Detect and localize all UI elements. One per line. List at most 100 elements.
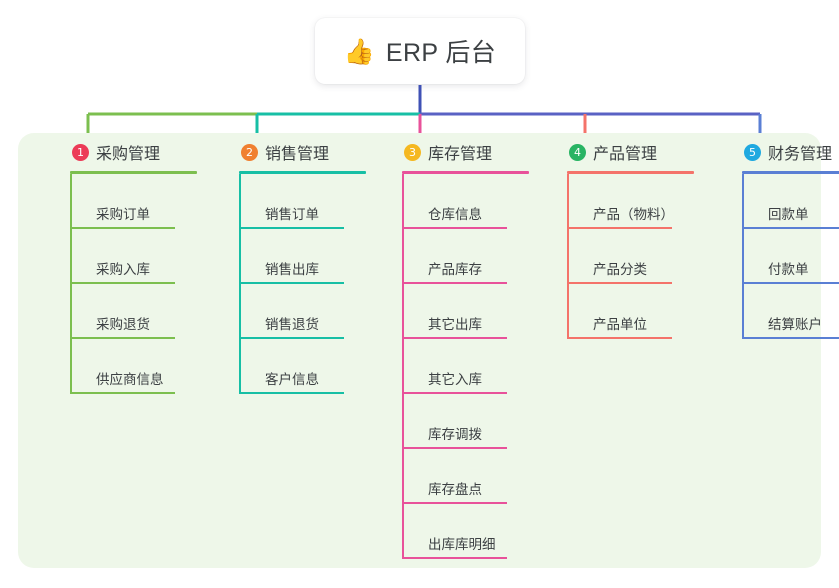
branch-header-5[interactable]: 5 财务管理 (724, 133, 839, 171)
leaf-underline (402, 227, 507, 229)
leaf-underline (70, 282, 175, 284)
leaf-item[interactable]: 销售出库 (239, 229, 386, 284)
root-node[interactable]: 👍 ERP 后台 (315, 18, 525, 84)
leaf-underline (402, 282, 507, 284)
leaf-item[interactable]: 采购订单 (70, 174, 217, 229)
leaf-item-label: 采购订单 (96, 207, 150, 222)
leaf-item-label: 库存盘点 (428, 482, 482, 497)
branch-badge-4: 4 (569, 143, 586, 161)
leaf-underline (402, 557, 507, 559)
leaf-item-label: 产品库存 (428, 262, 482, 277)
leaf-item[interactable]: 结算账户 (742, 284, 839, 339)
leaf-underline (239, 392, 344, 394)
leaf-underline (402, 447, 507, 449)
branch-badge-5: 5 (744, 143, 761, 161)
leaf-underline (567, 337, 672, 339)
leaf-item[interactable]: 产品库存 (402, 229, 549, 284)
branch-column-1: 1 采购管理采购订单采购入库采购退货供应商信息 (52, 133, 217, 394)
leaf-underline (70, 337, 175, 339)
leaf-item-label: 供应商信息 (96, 372, 164, 387)
leaf-underline (567, 227, 672, 229)
leaf-item[interactable]: 产品（物料） (567, 174, 714, 229)
leaf-list-2: 销售订单销售出库销售退货客户信息 (239, 174, 386, 394)
leaf-list-3: 仓库信息产品库存其它出库其它入库库存调拨库存盘点出库库明细 (402, 174, 549, 559)
branch-underline-1 (70, 171, 197, 174)
branch-title-3: 库存管理 (428, 146, 493, 163)
leaf-underline (742, 282, 839, 284)
leaf-item[interactable]: 销售订单 (239, 174, 386, 229)
leaf-item-label: 其它入库 (428, 372, 482, 387)
branch-spine-3 (402, 174, 404, 559)
branch-title-5: 财务管理 (768, 146, 833, 163)
thumbs-up-icon: 👍 (343, 36, 375, 66)
leaf-item-label: 客户信息 (265, 372, 319, 387)
branch-underline-4 (567, 171, 694, 174)
branch-column-4: 4 产品管理产品（物料） 产品分类产品单位 (549, 133, 714, 339)
branch-underline-3 (402, 171, 529, 174)
leaf-list-1: 采购订单采购入库采购退货供应商信息 (70, 174, 217, 394)
leaf-underline (239, 337, 344, 339)
leaf-item[interactable]: 其它入库 (402, 339, 549, 394)
leaf-list-4: 产品（物料） 产品分类产品单位 (567, 174, 714, 339)
branch-columns: 1 采购管理采购订单采购入库采购退货供应商信息 2 销售管理销售订单销售出库销售退货客… (18, 133, 839, 568)
leaf-item-label: 回款单 (768, 207, 809, 222)
leaf-item-label: 销售退货 (265, 317, 319, 332)
leaf-underline (402, 392, 507, 394)
leaf-underline (239, 227, 344, 229)
branch-column-3: 3 库存管理仓库信息产品库存其它出库其它入库库存调拨库存盘点出库库明细 (384, 133, 549, 559)
branch-underline-5 (742, 171, 839, 174)
leaf-item[interactable]: 供应商信息 (70, 339, 217, 394)
diagram-panel (18, 133, 821, 568)
leaf-item[interactable]: 出库库明细 (402, 504, 549, 559)
leaf-item-label: 其它出库 (428, 317, 482, 332)
leaf-item[interactable]: 销售退货 (239, 284, 386, 339)
leaf-item-label: 产品（物料） (593, 207, 674, 222)
branch-badge-1: 1 (72, 143, 89, 161)
leaf-item[interactable]: 仓库信息 (402, 174, 549, 229)
leaf-item-label: 出库库明细 (428, 537, 496, 552)
branch-column-5: 5 财务管理回款单付款单结算账户 (724, 133, 839, 339)
leaf-item[interactable]: 采购入库 (70, 229, 217, 284)
root-node-title: ERP 后台 (385, 39, 497, 67)
leaf-list-5: 回款单付款单结算账户 (742, 174, 839, 339)
leaf-item[interactable]: 库存盘点 (402, 449, 549, 504)
branch-spine-4 (567, 174, 569, 339)
leaf-item-label: 仓库信息 (428, 207, 482, 222)
leaf-underline (239, 282, 344, 284)
branch-header-4[interactable]: 4 产品管理 (549, 133, 714, 171)
leaf-item-label: 产品单位 (593, 317, 647, 332)
branch-header-3[interactable]: 3 库存管理 (384, 133, 549, 171)
leaf-underline (567, 282, 672, 284)
leaf-item[interactable]: 客户信息 (239, 339, 386, 394)
branch-title-4: 产品管理 (593, 146, 658, 163)
leaf-item[interactable]: 回款单 (742, 174, 839, 229)
leaf-item-label: 销售出库 (265, 262, 319, 277)
leaf-underline (402, 502, 507, 504)
branch-underline-2 (239, 171, 366, 174)
leaf-item[interactable]: 其它出库 (402, 284, 549, 339)
leaf-underline (402, 337, 507, 339)
leaf-item-label: 采购退货 (96, 317, 150, 332)
leaf-item-label: 库存调拨 (428, 427, 482, 442)
leaf-item-label: 销售订单 (265, 207, 319, 222)
leaf-item[interactable]: 付款单 (742, 229, 839, 284)
branch-title-2: 销售管理 (265, 146, 330, 163)
leaf-item[interactable]: 产品分类 (567, 229, 714, 284)
leaf-item-label: 付款单 (768, 262, 809, 277)
branch-title-1: 采购管理 (96, 146, 161, 163)
branch-header-1[interactable]: 1 采购管理 (52, 133, 217, 171)
branch-spine-2 (239, 174, 241, 394)
leaf-item-label: 采购入库 (96, 262, 150, 277)
leaf-item[interactable]: 库存调拨 (402, 394, 549, 449)
leaf-item-label: 结算账户 (768, 317, 822, 332)
branch-column-2: 2 销售管理销售订单销售出库销售退货客户信息 (221, 133, 386, 394)
leaf-item-label: 产品分类 (593, 262, 647, 277)
branch-badge-2: 2 (241, 143, 258, 161)
branch-badge-3: 3 (404, 143, 421, 161)
leaf-item[interactable]: 产品单位 (567, 284, 714, 339)
leaf-item[interactable]: 采购退货 (70, 284, 217, 339)
leaf-underline (742, 227, 839, 229)
leaf-underline (742, 337, 839, 339)
branch-header-2[interactable]: 2 销售管理 (221, 133, 386, 171)
